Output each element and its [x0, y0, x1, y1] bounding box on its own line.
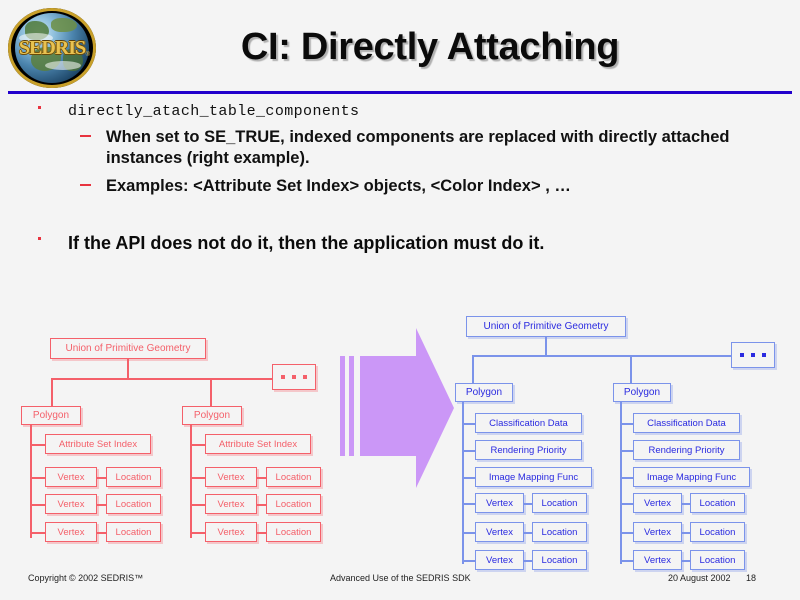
bullet-item-1: directly_atach_table_components: [0, 102, 790, 120]
right-classification-data-1: Classification Data: [475, 413, 582, 433]
right-root-node: Union of Primitive Geometry: [466, 316, 626, 337]
bullet-1-code: directly_atach_table_components: [68, 103, 360, 120]
left-vertex-node-1-3: Vertex: [45, 522, 97, 542]
right-rendering-priority-1: Rendering Priority: [475, 440, 582, 460]
logo-disc: SEDRIS ®: [8, 8, 96, 88]
right-vertex-node-2-2: Vertex: [633, 522, 682, 542]
footer-page-number: 18: [746, 573, 757, 583]
slide-footer: Copyright © 2002 SEDRIS™ Advanced Use of…: [0, 573, 800, 589]
sub-bullet-2: Examples: <Attribute Set Index> objects,…: [0, 176, 790, 197]
footer-date: 20 August 2002: [668, 573, 731, 583]
dash-icon: [80, 184, 91, 186]
left-vertex-node-1-2: Vertex: [45, 494, 97, 514]
right-location-node-1-3: Location: [532, 550, 587, 570]
left-root-node: Union of Primitive Geometry: [50, 338, 206, 359]
sub-bullet-2-text: Examples: <Attribute Set Index> objects,…: [106, 177, 571, 195]
right-image-mapping-func-2: Image Mapping Func: [633, 467, 750, 487]
right-location-node-1-1: Location: [532, 493, 587, 513]
bullet-item-2: If the API does not do it, then the appl…: [0, 233, 790, 254]
bullet-dot-icon: [38, 106, 41, 109]
bullet-list: directly_atach_table_components When set…: [0, 102, 790, 258]
left-vertex-node-2-1: Vertex: [205, 467, 257, 487]
right-classification-data-2: Classification Data: [633, 413, 740, 433]
right-vertex-node-2-3: Vertex: [633, 550, 682, 570]
right-location-node-2-2: Location: [690, 522, 745, 542]
left-location-node-2-2: Location: [266, 494, 321, 514]
left-attribute-set-index-2: Attribute Set Index: [205, 434, 311, 454]
right-location-node-2-3: Location: [690, 550, 745, 570]
sub-bullet-1-text: When set to SE_TRUE, indexed components …: [106, 128, 730, 167]
globe-icon: [15, 13, 89, 83]
right-rendering-priority-2: Rendering Priority: [633, 440, 740, 460]
left-vertex-node-2-2: Vertex: [205, 494, 257, 514]
bullet-2-text: If the API does not do it, then the appl…: [68, 233, 545, 253]
right-vertex-node-2-1: Vertex: [633, 493, 682, 513]
left-location-node-1-1: Location: [106, 467, 161, 487]
sub-bullet-1: When set to SE_TRUE, indexed components …: [0, 127, 790, 169]
page-title: CI: Directly Attaching: [240, 25, 620, 68]
left-location-node-2-1: Location: [266, 467, 321, 487]
left-attribute-set-index-1: Attribute Set Index: [45, 434, 151, 454]
left-location-node-1-2: Location: [106, 494, 161, 514]
right-location-node-2-1: Location: [690, 493, 745, 513]
footer-course-title: Advanced Use of the SEDRIS SDK: [330, 573, 471, 583]
right-ellipsis-node: [731, 342, 775, 368]
left-location-node-1-3: Location: [106, 522, 161, 542]
bullet-dot-icon: [38, 237, 41, 240]
transform-arrow-icon: [340, 328, 455, 488]
sedris-logo: SEDRIS ®: [8, 8, 96, 88]
right-polygon-node-1: Polygon: [455, 383, 513, 402]
right-vertex-node-1-2: Vertex: [475, 522, 524, 542]
left-ellipsis-node: [272, 364, 316, 390]
diagram-area: Union of Primitive Geometry Polygon Attr…: [0, 300, 800, 570]
footer-copyright: Copyright © 2002 SEDRIS™: [28, 573, 144, 583]
right-vertex-node-1-3: Vertex: [475, 550, 524, 570]
logo-trademark: ®: [85, 52, 90, 58]
left-polygon-node-1: Polygon: [21, 406, 81, 425]
header-divider: [8, 91, 792, 94]
dash-icon: [80, 135, 91, 137]
right-image-mapping-func-1: Image Mapping Func: [475, 467, 592, 487]
right-vertex-node-1-1: Vertex: [475, 493, 524, 513]
logo-wordmark: SEDRIS: [18, 37, 86, 59]
left-location-node-2-3: Location: [266, 522, 321, 542]
right-polygon-node-2: Polygon: [613, 383, 671, 402]
left-vertex-node-1-1: Vertex: [45, 467, 97, 487]
left-polygon-node-2: Polygon: [182, 406, 242, 425]
left-vertex-node-2-3: Vertex: [205, 522, 257, 542]
right-location-node-1-2: Location: [532, 522, 587, 542]
